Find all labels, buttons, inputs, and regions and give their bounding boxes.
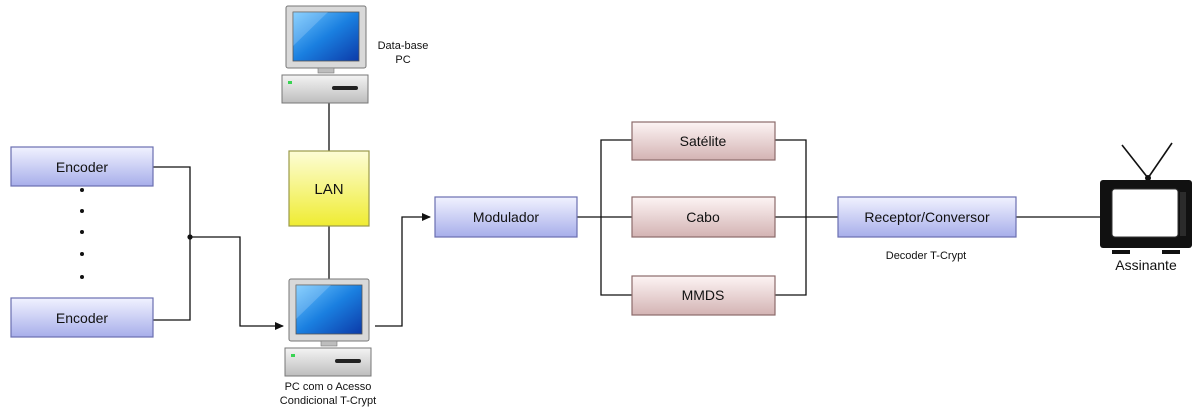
decoder-label: Decoder T-Crypt (886, 250, 967, 262)
desktop-computer-icon (281, 5, 369, 104)
encoder-top-label: Encoder (56, 159, 108, 175)
satellite-label: Satélite (680, 133, 727, 149)
satellite-box[interactable]: Satélite (631, 121, 776, 161)
database-pc-label-line2: PC (395, 54, 410, 66)
receiver-box[interactable]: Receptor/Conversor (837, 196, 1017, 238)
connector-lines (153, 103, 1100, 330)
subscriber-label: Assinante (1115, 257, 1177, 273)
encoder-bottom-box[interactable]: Encoder (10, 297, 154, 338)
cable-label: Cabo (686, 209, 720, 225)
junction-dot (187, 234, 193, 240)
line-encoder-top (153, 166, 191, 321)
ca-pc-label-line1: PC com o Acesso (285, 381, 372, 393)
receiver-label: Receptor/Conversor (864, 209, 990, 225)
mmds-box[interactable]: MMDS (631, 275, 776, 316)
database-pc-label-line1: Data-base (378, 40, 429, 52)
line-bus-to-ca-pc (190, 236, 284, 330)
lan-box[interactable]: LAN (288, 150, 370, 227)
encoder-ellipsis (80, 188, 84, 279)
line-capc-to-modulator (375, 213, 431, 327)
encoder-top-box[interactable]: Encoder (10, 146, 154, 187)
television-icon (1100, 142, 1192, 254)
modulator-label: Modulador (473, 209, 539, 225)
mmds-label: MMDS (682, 287, 725, 303)
lan-label: LAN (314, 181, 343, 198)
modulator-box[interactable]: Modulador (434, 196, 578, 238)
ca-pc-label-line2: Condicional T-Crypt (280, 395, 376, 407)
cable-box[interactable]: Cabo (631, 196, 776, 238)
encoder-bottom-label: Encoder (56, 310, 108, 326)
desktop-computer-icon (284, 278, 372, 377)
